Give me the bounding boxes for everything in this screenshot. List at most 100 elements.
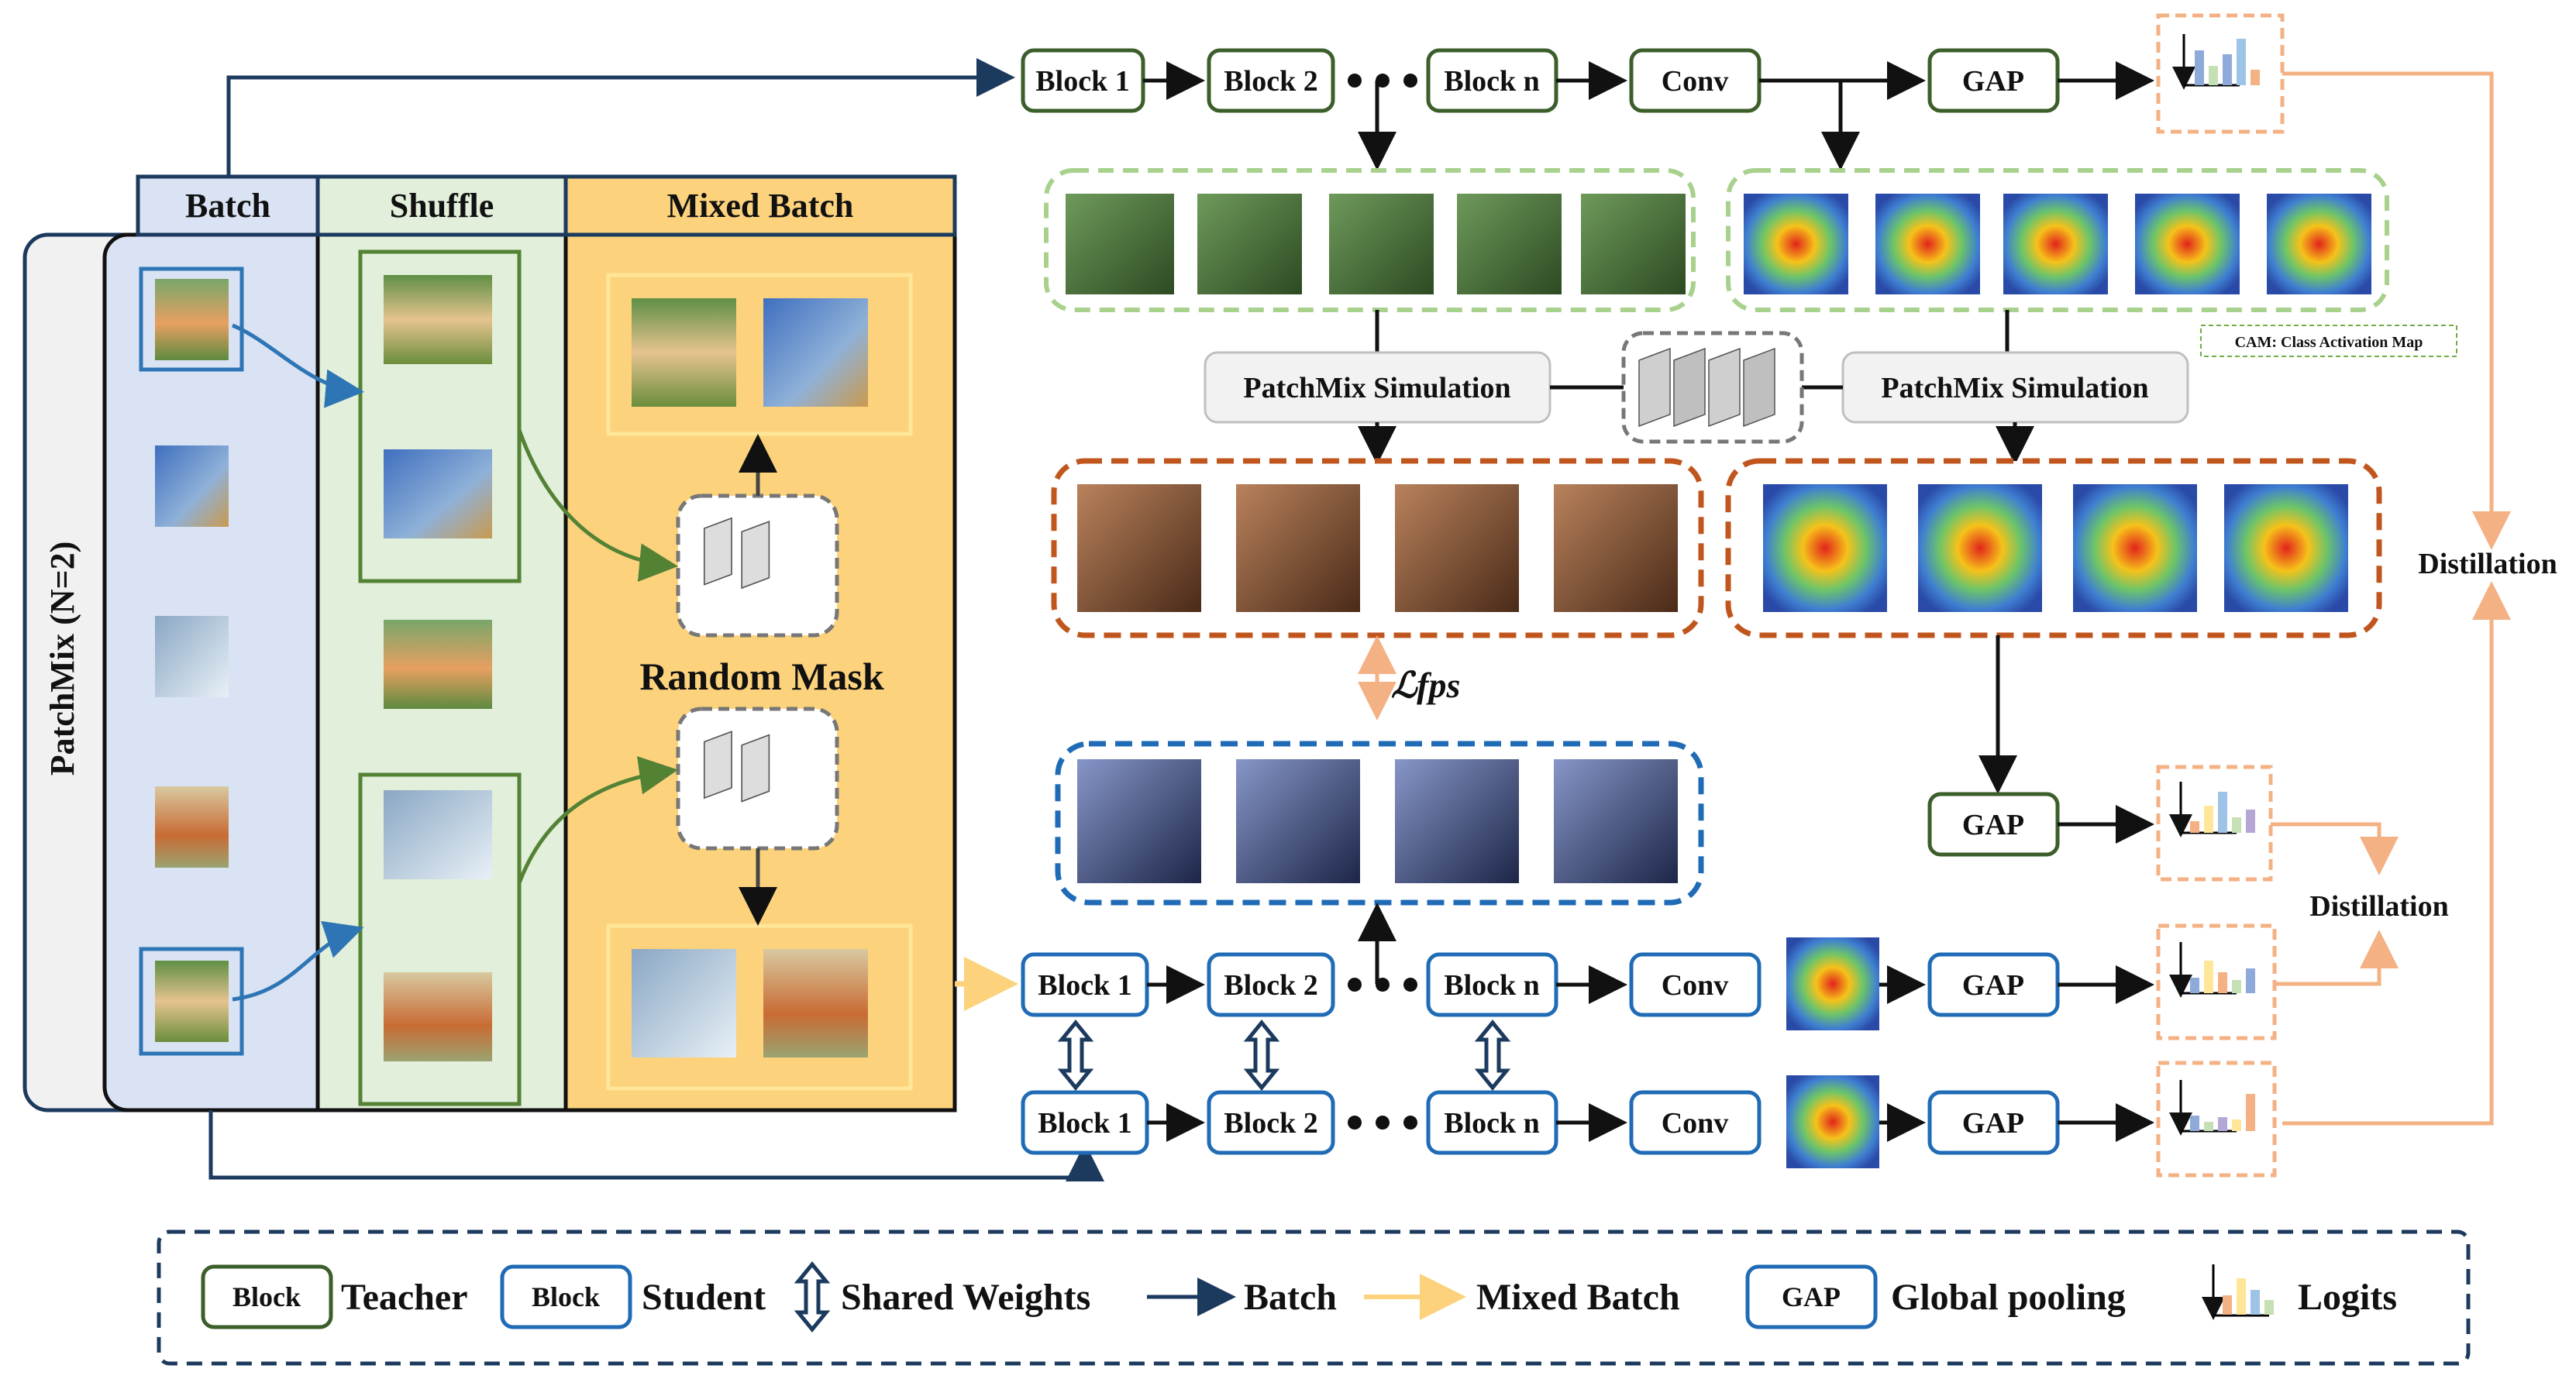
shuffle-bird-image (384, 449, 492, 538)
student-row-2-block-2: Block 2 (1207, 1090, 1335, 1155)
feature-image (1457, 194, 1562, 294)
gap-mid-label: GAP (1962, 809, 2024, 841)
ellipsis-dot (1348, 1116, 1362, 1130)
shuffle-group-top (358, 249, 522, 583)
ellipsis-dot (1403, 978, 1417, 992)
arrow-shuffle-to-mask-bottom (517, 755, 678, 884)
cam-note-box (2200, 325, 2457, 357)
mixed-cam-group (1725, 458, 2382, 638)
distillation-label-1: Distillation (2418, 548, 2557, 580)
student-row-2-block-n-label: Block n (1444, 1107, 1540, 1140)
student-row-1-gap-label: GAP (1962, 969, 2024, 1002)
mixed-image-3 (632, 949, 736, 1057)
mixed-feature-image (1236, 484, 1360, 612)
cam-note: CAM: Class Activation Map (2235, 334, 2423, 351)
legend-logits-bars (2223, 1278, 2274, 1315)
legend-student-box-label: Block (532, 1281, 600, 1312)
logits-box-top (2156, 13, 2285, 134)
gap-mid: GAP (1927, 792, 2060, 857)
mixed-group-bottom (606, 923, 913, 1091)
legend-logits: Logits (2298, 1277, 2397, 1318)
student-feature-image (1236, 759, 1360, 883)
shuffle-ferret-image (384, 790, 492, 879)
mixed-image-1 (632, 298, 736, 407)
arrow-cat-to-shuffle (232, 323, 364, 408)
student-row-2-block-n: Block n (1426, 1090, 1558, 1155)
feature-image (1066, 194, 1174, 294)
feature-image (1197, 194, 1302, 294)
student-feature-image (1395, 759, 1519, 883)
teacher-gap-label: GAP (1962, 65, 2024, 98)
legend-gap: Global pooling (1891, 1277, 2126, 1318)
student-feature-image (1554, 759, 1678, 883)
shuffle-cat-image (384, 620, 492, 709)
student-row-1-block-2: Block 2 (1207, 952, 1335, 1017)
logits-box-mid (2156, 765, 2273, 882)
teacher-conv-label: Conv (1662, 65, 1729, 98)
student-cam-image-2 (1786, 1075, 1879, 1168)
cam-heatmap-image (1875, 194, 1980, 294)
batch-cat-image (155, 279, 229, 360)
student-row-1-conv-label: Conv (1662, 969, 1729, 1002)
random-mask-label: Random Mask (639, 655, 884, 698)
legend-gap-box-label: GAP (1782, 1281, 1841, 1312)
mixed-header (563, 174, 957, 237)
legend-student-swatch (500, 1264, 632, 1329)
mixed-cam-image (2224, 484, 2348, 612)
distillation-label-2: Distillation (2309, 890, 2448, 923)
legend-teacher: Teacher (341, 1277, 468, 1318)
student-row-1-block-1: Block 1 (1021, 952, 1149, 1017)
legend-teacher-box-label: Block (232, 1281, 301, 1312)
cam-heatmap-image (2267, 194, 2371, 294)
cam-heatmap-image (1744, 194, 1848, 294)
shared-weights-icon (1057, 1020, 1511, 1091)
mixed-feature-image (1077, 484, 1201, 612)
student-row-2-block-1: Block 1 (1021, 1090, 1149, 1155)
student-row-1-block-n-label: Block n (1444, 969, 1540, 1002)
mixed-cam-image (2073, 484, 2197, 612)
student-row-2-block-1-label: Block 1 (1038, 1107, 1131, 1140)
student-row-2-gap: GAP (1927, 1090, 2060, 1155)
batch-fox-image (155, 786, 229, 868)
student-row-2-conv: Conv (1629, 1090, 1762, 1155)
logits-bars-top (2195, 39, 2260, 85)
batch-title: Batch (185, 187, 270, 225)
teacher-block-2-label: Block 2 (1224, 65, 1317, 98)
shuffle-header (315, 174, 568, 237)
student-row-1-gap: GAP (1927, 952, 2060, 1017)
teacher-block-2: Block 2 (1207, 48, 1335, 113)
mixed-feature-image (1554, 484, 1678, 612)
legend-student: Student (642, 1277, 766, 1318)
arrow-batch-to-student (208, 1110, 1104, 1181)
shuffle-fox-image (384, 972, 492, 1061)
mixed-title: Mixed Batch (667, 187, 854, 225)
mask-grid-icon-sim (1638, 347, 1775, 428)
mixed-column-bg (563, 232, 957, 1112)
legend-teacher-swatch (201, 1264, 333, 1329)
mixed-image-2 (763, 298, 868, 407)
student-row-1-conv: Conv (1629, 952, 1762, 1017)
mixed-feature-image (1395, 484, 1519, 612)
legend-gap-swatch (1745, 1264, 1878, 1329)
logits-box-student-1 (2156, 923, 2277, 1040)
feature-image (1329, 194, 1434, 294)
ellipsis-dot (1376, 1116, 1390, 1130)
arrow-shuffle-to-mask-top (517, 429, 678, 583)
logits-bars-student-1 (2190, 961, 2255, 993)
batch-highlight-cat (139, 267, 244, 372)
student-row-1-block-2-label: Block 2 (1224, 969, 1317, 1002)
student-row-2-conv-label: Conv (1662, 1107, 1729, 1140)
teacher-block-1-label: Block 1 (1035, 65, 1129, 98)
batch-highlight-dog (139, 947, 244, 1056)
teacher-block-n: Block n (1426, 48, 1558, 113)
student-row-1-block-1-label: Block 1 (1038, 969, 1131, 1002)
mixed-cam-image (1918, 484, 2042, 612)
mask-grid-icon-bottom (697, 724, 783, 811)
student-row-2-block-2-label: Block 2 (1224, 1107, 1317, 1140)
cam-heatmap-image (2003, 194, 2108, 294)
ellipsis-dot (1348, 74, 1362, 88)
legend-shared: Shared Weights (841, 1277, 1090, 1318)
feature-image (1581, 194, 1686, 294)
student-feature-image (1077, 759, 1201, 883)
